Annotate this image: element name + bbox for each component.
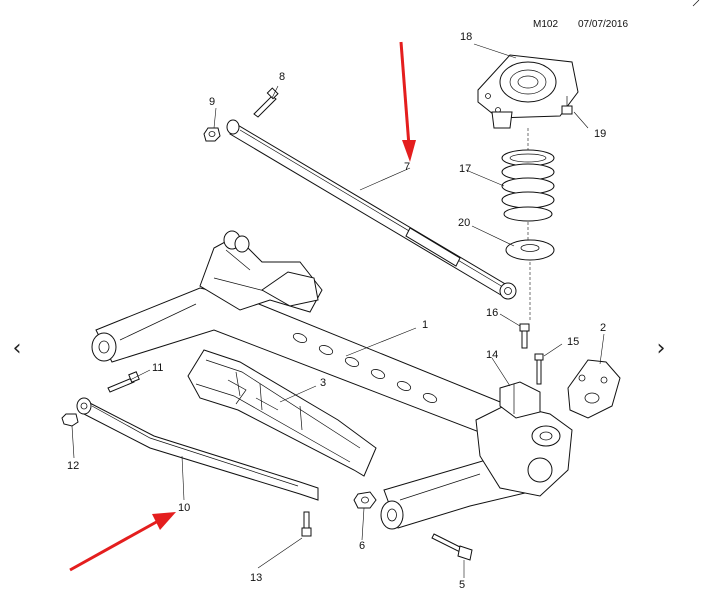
callout-3: 3 <box>320 377 326 389</box>
callout-13: 13 <box>250 572 262 584</box>
callout-9: 9 <box>209 96 215 108</box>
callout-20: 20 <box>458 217 470 229</box>
corner-chevron-icon <box>692 0 700 7</box>
previous-image-button[interactable]: ‹ <box>8 336 26 362</box>
leader-lines <box>71 43 605 578</box>
callout-7: 7 <box>404 161 410 173</box>
bracket-plate-part <box>567 359 621 419</box>
bolt-15-part <box>534 353 544 385</box>
spring-top-mount-part <box>477 54 579 129</box>
callout-2: 2 <box>600 322 606 334</box>
callout-19: 19 <box>594 128 606 140</box>
nut-6-part <box>353 491 377 509</box>
bolt-19-part <box>561 96 573 115</box>
chevron-right-icon: › <box>656 336 666 361</box>
bolt-13-part <box>301 511 312 537</box>
red-arrow-to-7 <box>399 41 416 162</box>
diagram-code: M102 <box>533 19 558 30</box>
callout-1: 1 <box>422 319 428 331</box>
callout-11: 11 <box>152 362 163 374</box>
diagram-date: 07/07/2016 <box>578 19 628 30</box>
callout-17: 17 <box>459 163 471 175</box>
callout-10: 10 <box>178 502 190 514</box>
bolt-16-part <box>519 323 530 349</box>
spring-seat-part <box>505 239 555 261</box>
next-image-button[interactable]: › <box>652 336 670 362</box>
chevron-left-icon: ‹ <box>12 336 22 361</box>
bolt-8-part <box>253 87 279 118</box>
callout-14: 14 <box>486 349 498 361</box>
callout-18: 18 <box>460 31 472 43</box>
red-arrow-to-10 <box>69 512 176 572</box>
callout-5: 5 <box>459 579 465 591</box>
bolt-5-part <box>431 533 473 561</box>
track-rod-part <box>226 119 517 300</box>
callout-12: 12 <box>67 460 79 472</box>
nut-9-part <box>203 127 221 142</box>
coil-spring-part <box>501 149 555 222</box>
callout-15: 15 <box>567 336 579 348</box>
lower-rod-part <box>76 397 319 501</box>
spring-axis-line <box>527 128 531 320</box>
callout-6: 6 <box>359 540 365 552</box>
rear-axle-beam-part <box>91 230 573 530</box>
bracket-14-part <box>499 381 541 419</box>
nut-12-part <box>61 413 79 427</box>
bolt-11-part <box>107 371 140 393</box>
callout-8: 8 <box>279 71 285 83</box>
callout-16: 16 <box>486 307 498 319</box>
underbody-shield-part <box>187 349 377 477</box>
